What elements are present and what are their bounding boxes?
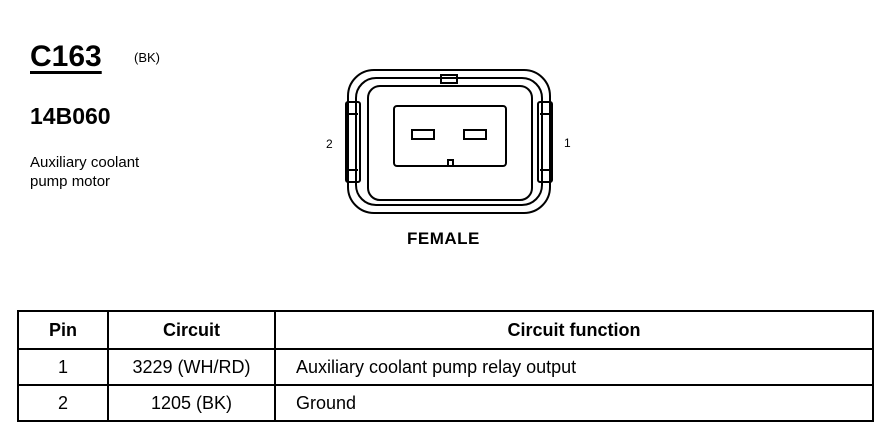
connector-housing-inner	[355, 77, 543, 206]
description-line-2: pump motor	[30, 173, 111, 190]
connector-gender-label: FEMALE	[407, 229, 480, 248]
header-circuit-function: Circuit function	[274, 310, 874, 350]
pin-cell: 2	[17, 384, 109, 422]
pin-label-1: 1	[564, 136, 571, 150]
component-description: Auxiliary coolant pump motor	[30, 153, 230, 191]
part-number: 14B060	[30, 103, 111, 129]
color-code: (BK)	[134, 50, 160, 65]
table-row: 1 3229 (WH/RD) Auxiliary coolant pump re…	[17, 348, 874, 386]
pinout-table: Pin Circuit Circuit function 1 3229 (WH/…	[17, 310, 874, 422]
header-pin: Pin	[17, 310, 109, 350]
right-lock-rib	[537, 101, 553, 183]
circuit-cell: 3229 (WH/RD)	[107, 348, 276, 386]
circuit-function-cell: Auxiliary coolant pump relay output	[274, 348, 874, 386]
pin-label-2: 2	[326, 137, 333, 151]
connector-id: C163	[30, 40, 102, 73]
keying-notch	[447, 159, 454, 167]
latch-tab	[440, 74, 458, 84]
description-line-1: Auxiliary coolant	[30, 154, 140, 171]
header-circuit: Circuit	[107, 310, 276, 350]
connector-face-outer	[367, 85, 533, 201]
terminal-2	[411, 129, 435, 140]
pin-cell: 1	[17, 348, 109, 386]
connector-housing-outer	[347, 69, 551, 214]
circuit-cell: 1205 (BK)	[107, 384, 276, 422]
circuit-function-cell: Ground	[274, 384, 874, 422]
connector-face-drawing	[345, 69, 553, 214]
terminal-1	[463, 129, 487, 140]
table-header-row: Pin Circuit Circuit function	[17, 310, 874, 350]
connector-face-inner	[393, 105, 507, 167]
left-lock-rib	[345, 101, 361, 183]
table-row: 2 1205 (BK) Ground	[17, 384, 874, 422]
